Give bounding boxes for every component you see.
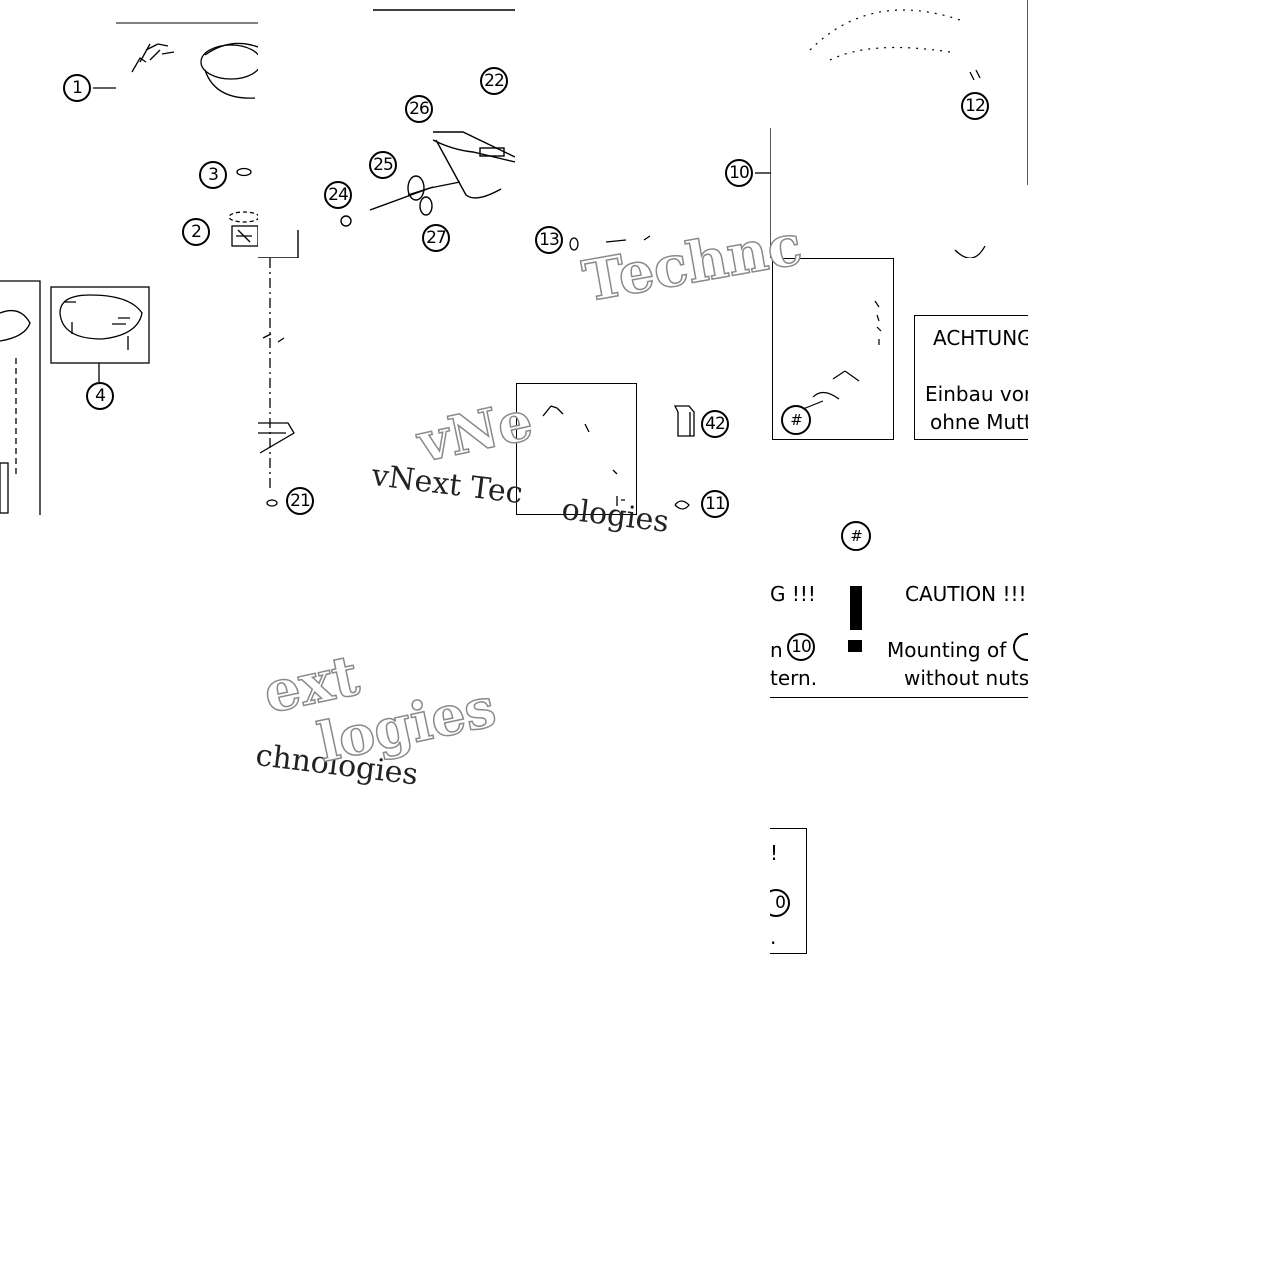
callout-26[interactable]: 26 bbox=[405, 95, 433, 123]
callout-24[interactable]: 24 bbox=[324, 181, 352, 209]
exclamation-icon bbox=[848, 586, 864, 652]
achtung-fragment-line-1: n bbox=[770, 638, 783, 662]
bracket-42-drawing bbox=[673, 405, 695, 437]
diagram-tile-stand: 21 bbox=[258, 258, 515, 515]
callout-3[interactable]: 3 bbox=[199, 161, 227, 189]
achtung-line-2: ohne Mutt bbox=[930, 410, 1028, 434]
strap-panel-drawing bbox=[802, 300, 882, 410]
callout-12[interactable]: 12 bbox=[961, 92, 989, 120]
callout-10-fragment: 0 bbox=[770, 889, 790, 917]
diagram-tile-handlebar: 22 26 25 24 27 bbox=[258, 0, 515, 258]
hash-callout-1[interactable]: # bbox=[781, 405, 811, 435]
leader-10 bbox=[755, 172, 771, 174]
callout-13[interactable]: 13 bbox=[535, 226, 563, 254]
fragment-panel: ! 0 . bbox=[770, 828, 807, 954]
stand-drawing bbox=[258, 258, 295, 507]
diagram-tile-left: 4 bbox=[0, 258, 258, 515]
callout-2[interactable]: 2 bbox=[182, 218, 210, 246]
clip-11-drawing bbox=[674, 500, 690, 510]
callout-25[interactable]: 25 bbox=[369, 151, 397, 179]
strap-panel: # bbox=[772, 258, 894, 440]
caution-line-1: Mounting of bbox=[887, 638, 1007, 662]
achtung-line-1: Einbau vor bbox=[925, 382, 1028, 406]
achtung-panel: ACHTUNG Einbau vor ohne Mutt bbox=[914, 315, 1028, 440]
fragment-line-2: . bbox=[770, 925, 777, 949]
diagram-tile-top-right: 12 bbox=[770, 0, 1028, 258]
caution-line-2: without nuts bbox=[904, 666, 1028, 690]
handlebar-drawing bbox=[258, 9, 515, 258]
callout-21[interactable]: 21 bbox=[286, 487, 314, 515]
warning-strip: G !!! n tern. CAUTION !!! Mounting of wi… bbox=[770, 570, 1028, 698]
caution-title: CAUTION !!! bbox=[905, 582, 1027, 606]
callout-22[interactable]: 22 bbox=[480, 67, 508, 95]
callout-27[interactable]: 27 bbox=[422, 224, 450, 252]
achtung-title: ACHTUNG bbox=[933, 326, 1028, 350]
callout-1[interactable]: 1 bbox=[63, 74, 91, 102]
diagram-tile-headlight: 1 3 2 bbox=[0, 0, 258, 258]
detail-box-drawing bbox=[542, 405, 625, 506]
callout-42[interactable]: 42 bbox=[701, 410, 729, 438]
fragment-title: ! bbox=[770, 841, 779, 865]
callout-11[interactable]: 11 bbox=[701, 490, 729, 518]
detail-box bbox=[516, 383, 637, 515]
achtung-fragment-title: G !!! bbox=[770, 582, 816, 606]
hash-callout-2[interactable]: # bbox=[841, 521, 871, 551]
bolt-13-drawing bbox=[569, 235, 651, 251]
cover-drawing bbox=[0, 280, 150, 515]
callout-10-warning[interactable]: 10 bbox=[787, 633, 815, 661]
callout-10-caution-fragment bbox=[1013, 633, 1028, 661]
watermark-4: ologies bbox=[559, 492, 671, 540]
callout-10[interactable]: 10 bbox=[725, 159, 753, 187]
headlight-drawing bbox=[93, 22, 258, 247]
top-right-drawing bbox=[770, 0, 1028, 258]
achtung-fragment-line-2: tern. bbox=[770, 666, 818, 690]
callout-4[interactable]: 4 bbox=[86, 382, 114, 410]
